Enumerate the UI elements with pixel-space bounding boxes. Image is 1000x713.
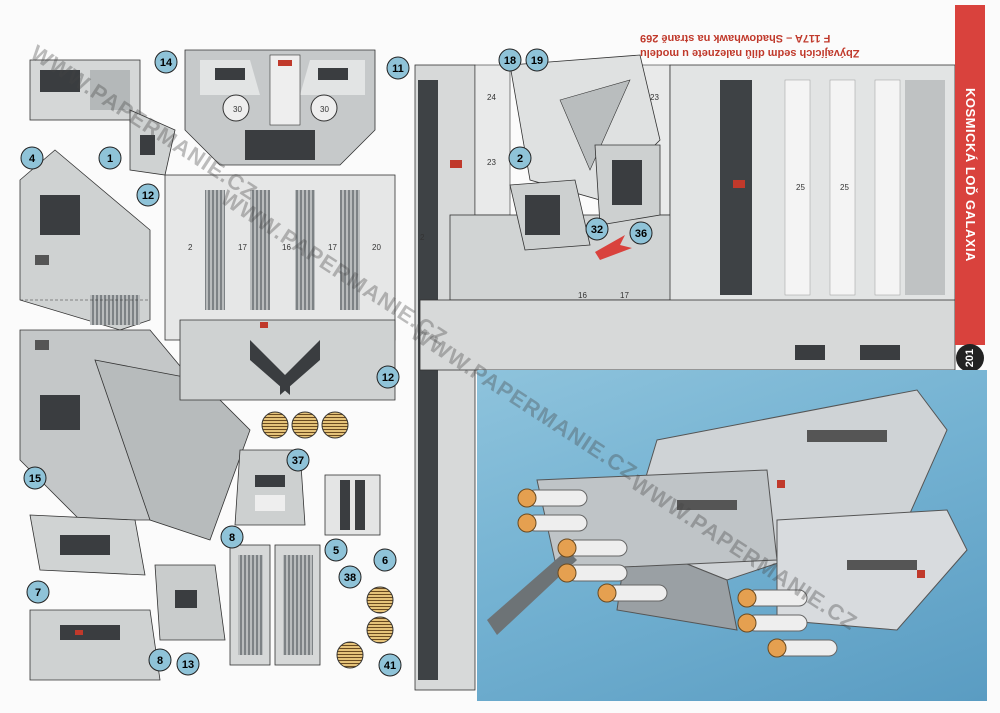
part-number-badges: 4 1 12 14 11 15 7 8 13 37 12 8 5 6 38 41… — [20, 48, 653, 677]
svg-text:15: 15 — [29, 473, 41, 485]
part-badge: 12 — [376, 365, 400, 389]
svg-text:23: 23 — [650, 93, 659, 102]
svg-text:30: 30 — [233, 105, 242, 114]
svg-text:24: 24 — [487, 93, 496, 102]
assembled-model-photo — [477, 370, 987, 701]
svg-text:41: 41 — [384, 660, 396, 672]
svg-text:13: 13 — [182, 659, 194, 671]
part-badge: 7 — [26, 580, 50, 604]
svg-text:17: 17 — [620, 291, 629, 300]
svg-text:4: 4 — [29, 153, 36, 165]
page-number: 201 — [956, 344, 984, 372]
part-badge: 4 — [20, 146, 44, 170]
dimension-labels: 2 17 16 17 20 30 30 24 23 25 23 25 2 16 … — [188, 93, 849, 300]
part-badge: 13 — [176, 652, 200, 676]
svg-text:8: 8 — [229, 532, 235, 544]
part-badge: 15 — [23, 466, 47, 490]
part-badge: 36 — [629, 221, 653, 245]
svg-text:19: 19 — [531, 55, 543, 67]
instruction-note: Zbývajících sedm dílů naleznete u modelu… — [640, 30, 950, 60]
svg-text:37: 37 — [292, 455, 304, 467]
small-parts-bottom-left — [29, 514, 226, 681]
svg-text:20: 20 — [372, 243, 381, 252]
small-parts-top-left — [29, 59, 176, 176]
svg-text:7: 7 — [35, 587, 41, 599]
wing-part-left — [19, 149, 251, 541]
part-badge: 19 — [525, 48, 549, 72]
svg-text:5: 5 — [333, 545, 339, 557]
part-badge: 37 — [286, 448, 310, 472]
svg-text:25: 25 — [796, 183, 805, 192]
part-badge: 38 — [338, 565, 362, 589]
part-badge: 41 — [378, 653, 402, 677]
part-badge: 1 — [98, 146, 122, 170]
svg-text:14: 14 — [160, 57, 173, 69]
svg-text:12: 12 — [382, 372, 394, 384]
svg-text:8: 8 — [157, 655, 163, 667]
svg-text:23: 23 — [487, 158, 496, 167]
svg-text:17: 17 — [328, 243, 337, 252]
part-badge: 8 — [148, 648, 172, 672]
svg-text:11: 11 — [392, 63, 404, 75]
section-band — [955, 5, 985, 345]
svg-text:25: 25 — [840, 183, 849, 192]
svg-text:6: 6 — [382, 555, 388, 567]
svg-text:18: 18 — [504, 55, 516, 67]
svg-text:2: 2 — [517, 153, 523, 165]
small-parts-center — [229, 449, 381, 666]
section-title: KOSMICKÁ LOĎ GALAXIA — [963, 88, 978, 262]
svg-text:16: 16 — [282, 243, 291, 252]
svg-text:32: 32 — [591, 224, 603, 236]
svg-text:2: 2 — [420, 233, 425, 242]
part-badge: 32 — [585, 217, 609, 241]
svg-text:16: 16 — [578, 291, 587, 300]
spaceship-illustration — [487, 389, 968, 658]
svg-text:12: 12 — [142, 190, 154, 202]
hull-center-panel — [164, 174, 396, 401]
svg-text:2: 2 — [188, 243, 193, 252]
svg-text:38: 38 — [344, 572, 356, 584]
part-badge: 6 — [373, 548, 397, 572]
note-line-1: Zbývajících sedm dílů naleznete u modelu — [640, 47, 860, 59]
note-line-2: F 117A – Shadowhawk na straně 269 — [640, 32, 831, 44]
part-badge: 5 — [324, 538, 348, 562]
part-badge: 18 — [498, 48, 522, 72]
triangular-parts — [509, 54, 661, 260]
svg-text:1: 1 — [107, 153, 113, 165]
part-badge: 14 — [154, 50, 178, 74]
part-badge: 8 — [220, 525, 244, 549]
part-badge: 2 — [508, 146, 532, 170]
svg-text:30: 30 — [320, 105, 329, 114]
hull-top-center — [184, 49, 376, 166]
part-badge: 12 — [136, 183, 160, 207]
part-badge: 11 — [386, 56, 410, 80]
svg-text:36: 36 — [635, 228, 647, 240]
svg-text:17: 17 — [238, 243, 247, 252]
